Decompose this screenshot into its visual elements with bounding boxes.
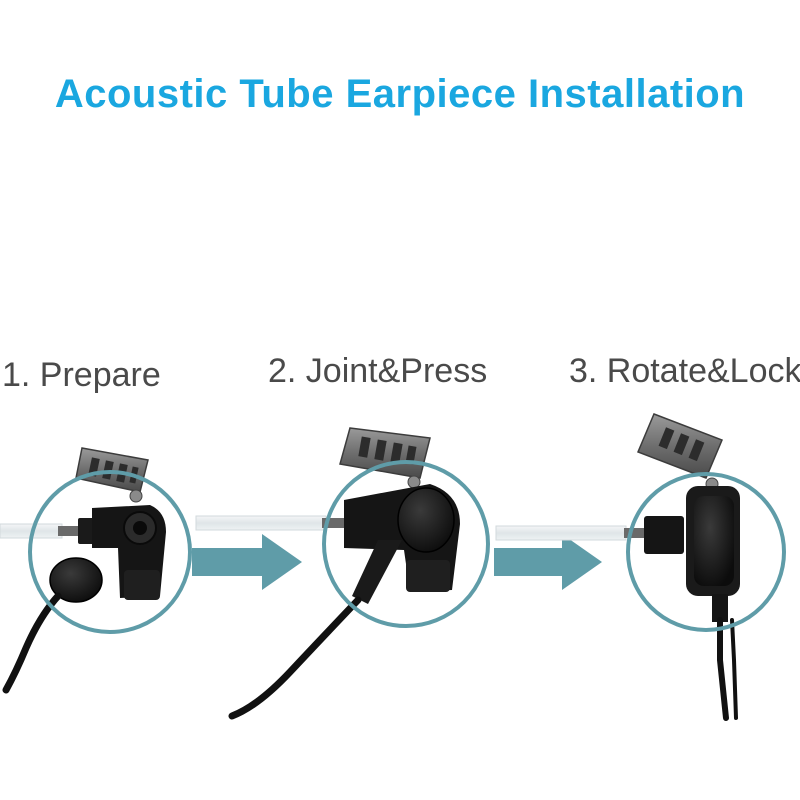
step1-highlight-circle [28, 470, 192, 634]
step2-highlight-circle [322, 460, 490, 628]
arrow-right-icon [494, 534, 602, 590]
acoustic-tube [195, 515, 327, 531]
step-label-joint-press: 2. Joint&Press [268, 352, 488, 390]
step-label-rotate-lock: 3. Rotate&Lock [569, 352, 800, 390]
speaker-cap [397, 487, 455, 553]
step3-highlight-circle [626, 472, 786, 632]
connector-pin [322, 518, 344, 528]
connector-pin [58, 526, 82, 536]
step2-device [195, 427, 490, 720]
speaker-cap [694, 496, 734, 586]
step3-device [495, 413, 786, 721]
cable [717, 617, 729, 721]
cable [228, 596, 362, 720]
arrow-right-icon [192, 534, 302, 590]
clip-icon [339, 427, 431, 489]
acoustic-tube [495, 525, 627, 541]
page-title: Acoustic Tube Earpiece Installation [54, 72, 746, 116]
clip-icon [75, 447, 149, 503]
speaker-cap [49, 557, 103, 603]
step-label-prepare: 1. Prepare [2, 356, 161, 394]
connector-pin [624, 528, 646, 538]
cable [2, 592, 62, 694]
step1-device [0, 447, 192, 694]
